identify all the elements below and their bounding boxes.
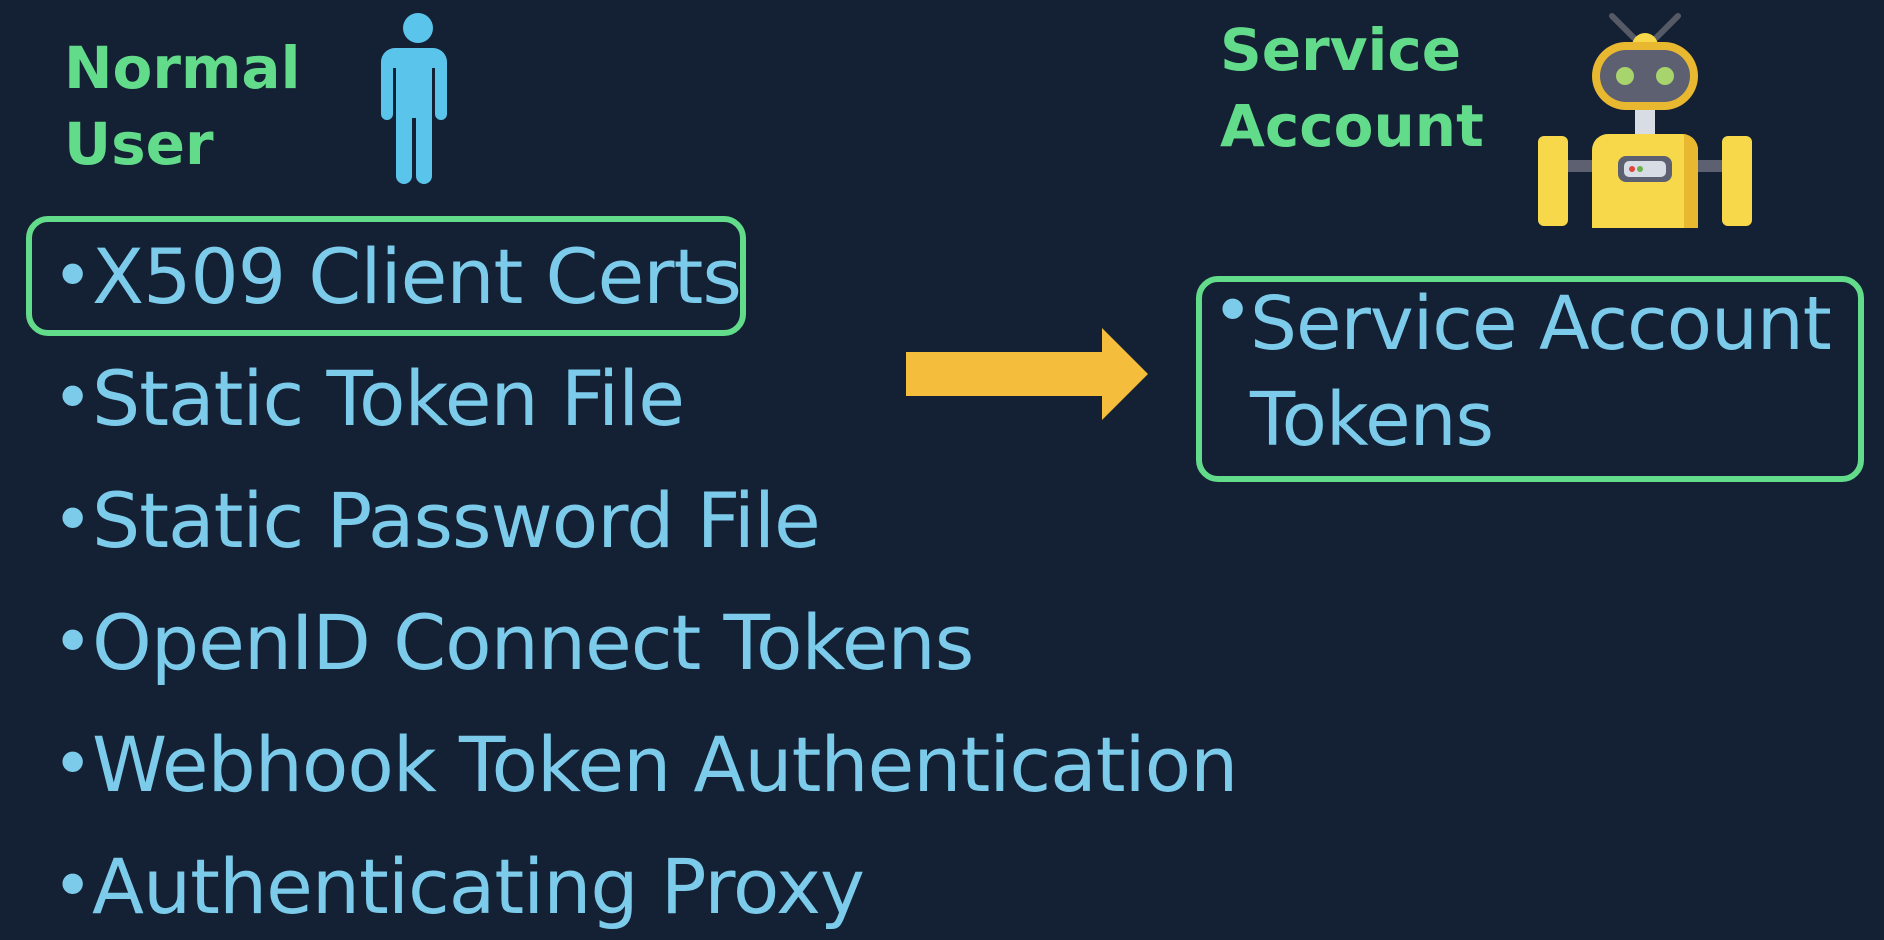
bullet: •	[52, 601, 93, 683]
normal-user-heading-line-2: User	[64, 110, 214, 178]
service-account-heading-line-2: Account	[1220, 92, 1484, 160]
normal-user-heading: Normal User	[64, 30, 300, 182]
right-arrow-icon	[906, 328, 1148, 420]
auth-method-label: Static Token File	[92, 353, 685, 443]
service-account-heading: Service Account	[1220, 12, 1484, 164]
service-account-tokens-label: Service Account Tokens	[1250, 276, 1832, 468]
bullet: •	[52, 845, 93, 927]
service-account-highlight-box	[1196, 276, 1864, 482]
auth-method-label: Authenticating Proxy	[92, 841, 865, 931]
auth-method-label: Static Password File	[92, 475, 821, 565]
auth-method-x509: • X509 Client Certs	[52, 222, 742, 330]
auth-method-openid: • OpenID Connect Tokens	[52, 588, 974, 696]
bullet: •	[52, 357, 93, 439]
auth-method-static-password: • Static Password File	[52, 466, 821, 574]
robot-icon	[1538, 13, 1752, 228]
normal-user-heading-line-1: Normal	[64, 34, 301, 102]
service-account-tokens-line-1: Service Account	[1250, 281, 1832, 367]
person-icon	[381, 13, 447, 184]
service-account-tokens-item: • Service Account Tokens	[1212, 276, 1832, 468]
service-account-tokens-line-2: Tokens	[1250, 377, 1494, 463]
service-account-heading-line-1: Service	[1220, 16, 1462, 84]
bullet: •	[52, 723, 93, 805]
auth-method-proxy: • Authenticating Proxy	[52, 832, 865, 940]
auth-method-label: Webhook Token Authentication	[92, 719, 1238, 809]
auth-method-label: OpenID Connect Tokens	[92, 597, 974, 687]
bullet: •	[52, 479, 93, 561]
auth-method-static-token: • Static Token File	[52, 344, 685, 452]
auth-method-label: X509 Client Certs	[92, 231, 742, 321]
x509-highlight-box	[26, 216, 746, 336]
auth-method-webhook: • Webhook Token Authentication	[52, 710, 1238, 818]
